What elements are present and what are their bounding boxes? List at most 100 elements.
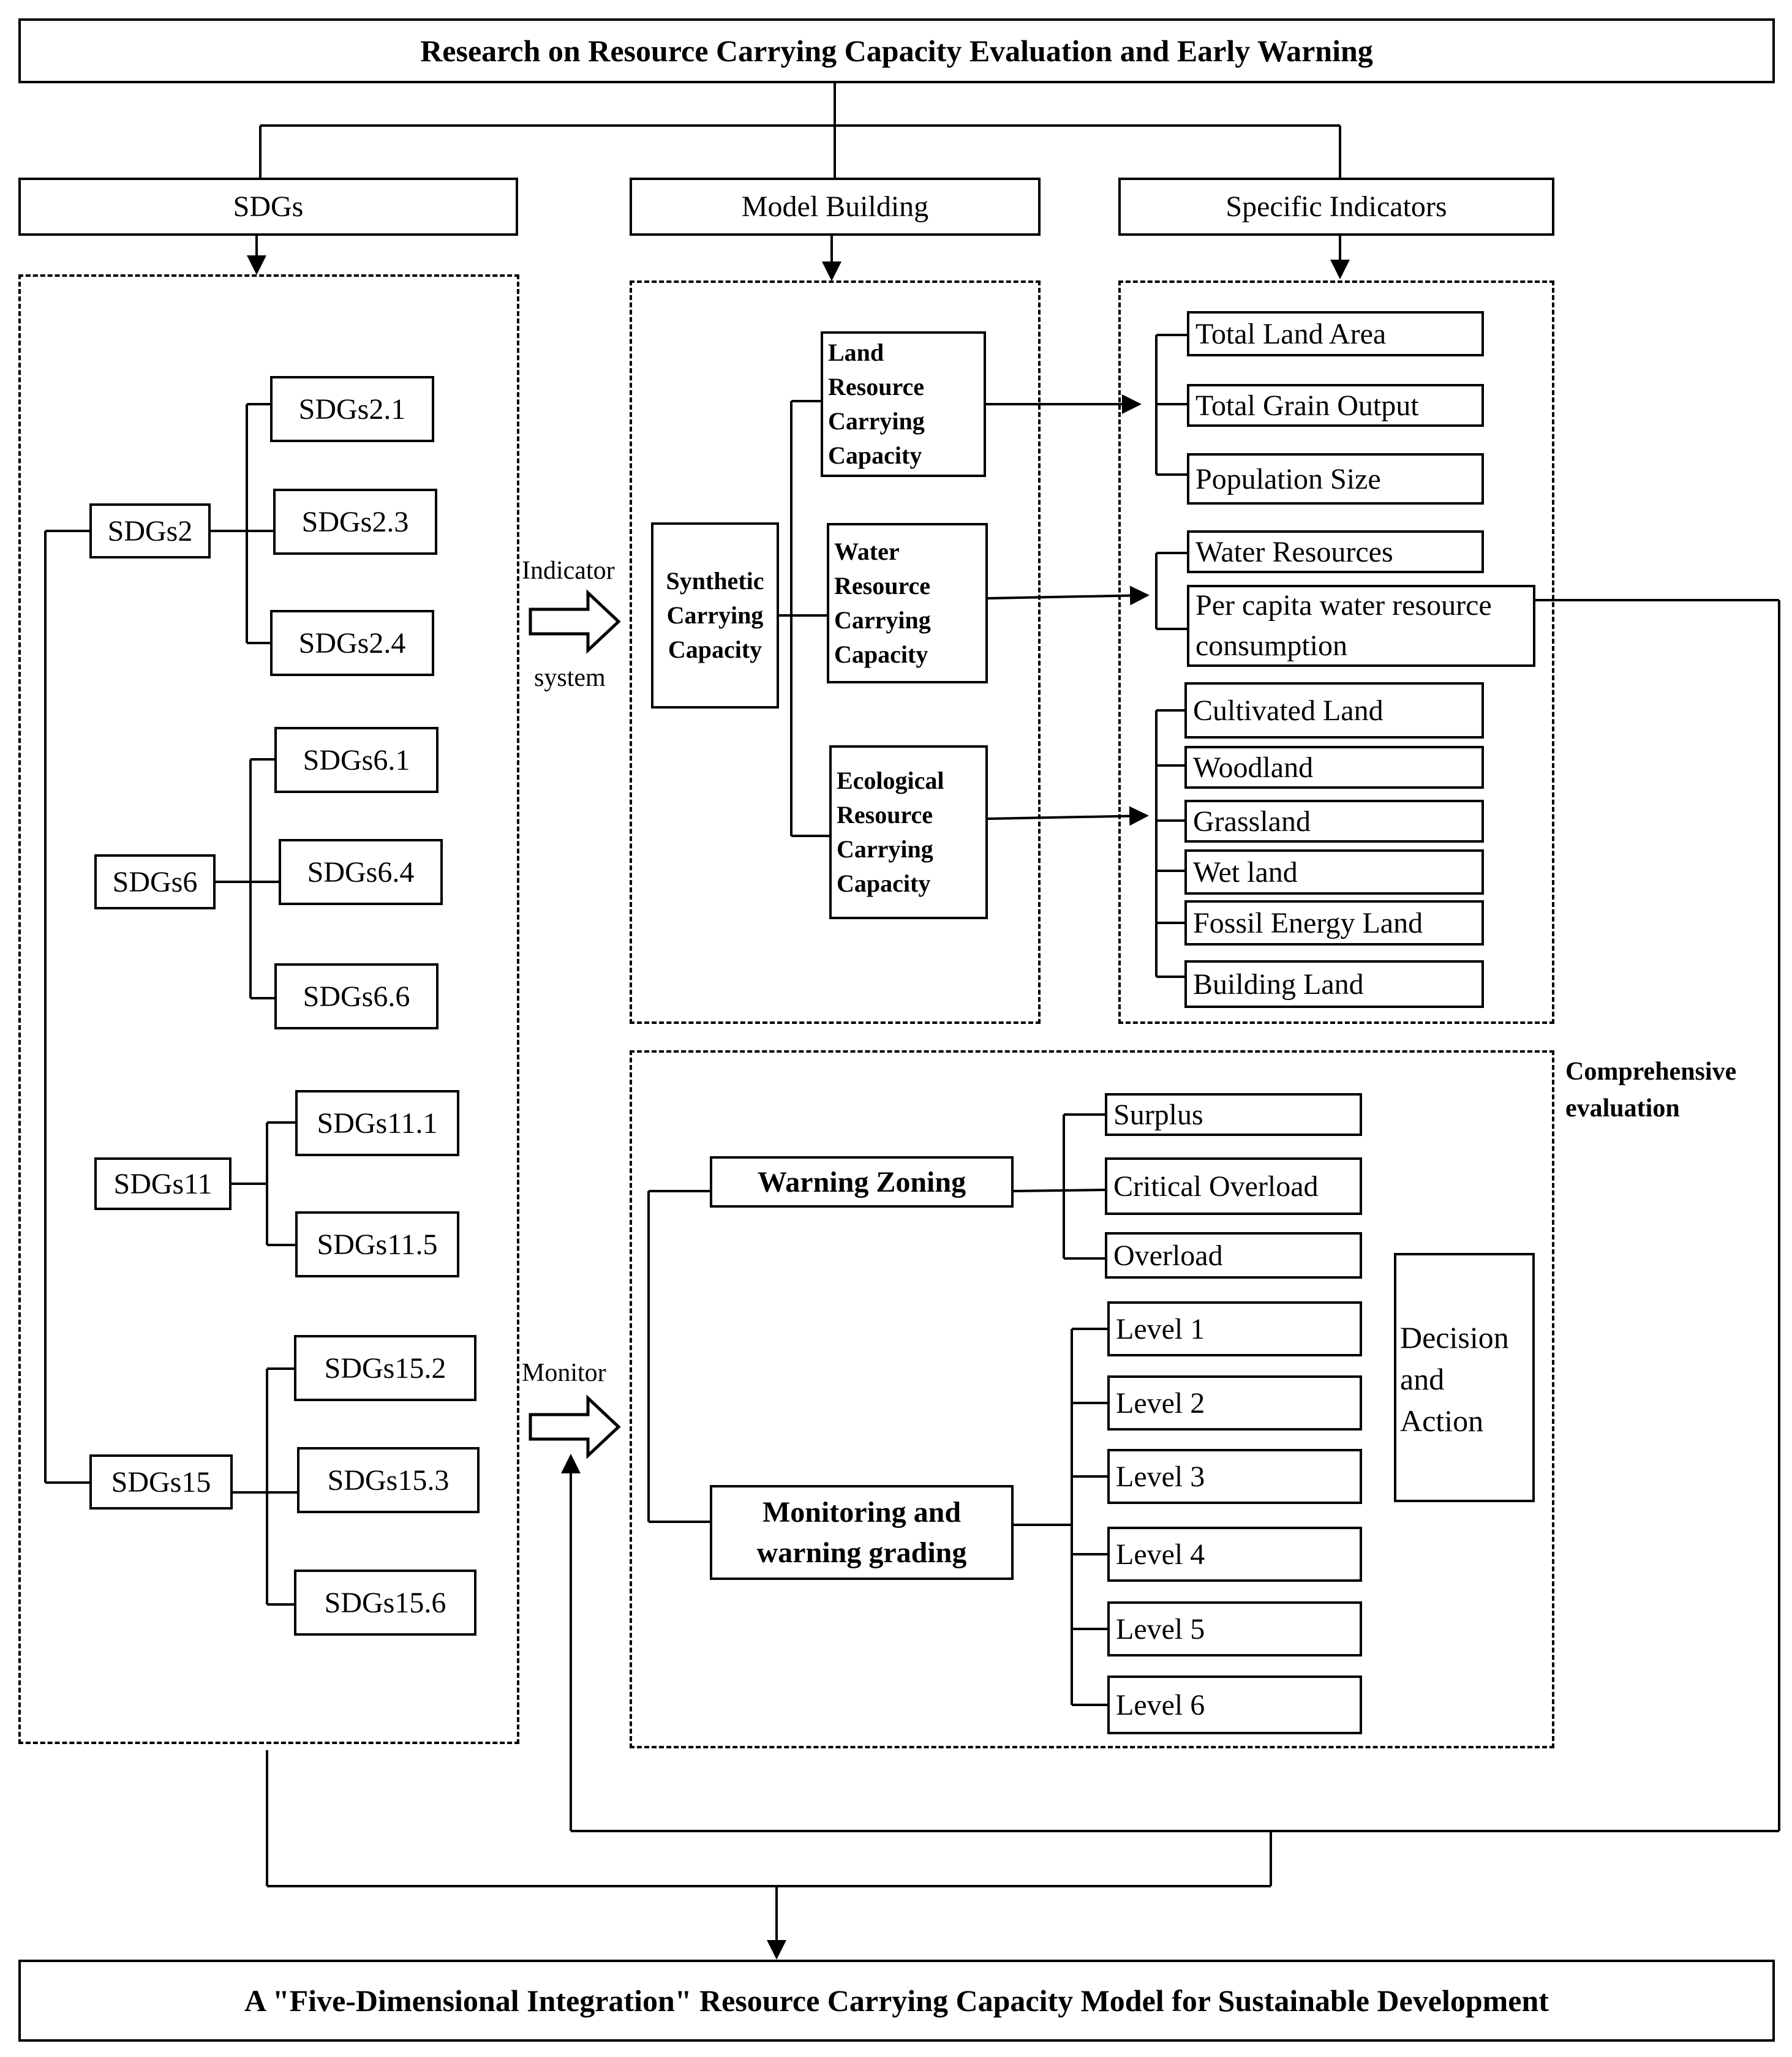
header-model-building-label: Model Building xyxy=(741,190,929,223)
per-capita-line-2: consumption xyxy=(1195,630,1347,662)
model-panel xyxy=(630,280,1041,1024)
indicator-fossil-energy-land: Fossil Energy Land xyxy=(1184,900,1484,946)
water-resource-carrying-capacity: Water Resource Carrying Capacity xyxy=(827,523,988,683)
indicator-water-resources: Water Resources xyxy=(1187,530,1484,573)
sdg-6-4-label: SDGs6.4 xyxy=(307,856,415,889)
sdg-2-3: SDGs2.3 xyxy=(273,489,437,555)
indicator-water-resources-label: Water Resources xyxy=(1195,535,1393,568)
sdg-11-label: SDGs11 xyxy=(113,1167,213,1200)
sdg-15-3: SDGs15.3 xyxy=(297,1447,480,1513)
synthetic-line-1: Synthetic xyxy=(666,567,764,595)
five-dimensional-model-text: A "Five-Dimensional Integration" Resourc… xyxy=(244,1984,1549,2018)
research-title-text: Research on Resource Carrying Capacity E… xyxy=(420,34,1373,68)
indicator-wet-land-label: Wet land xyxy=(1193,856,1298,889)
sdg-2-1-label: SDGs2.1 xyxy=(298,393,406,426)
water-line-2: Resource xyxy=(834,572,930,600)
header-specific-indicators: Specific Indicators xyxy=(1118,178,1554,236)
sdg-6-6: SDGs6.6 xyxy=(274,963,439,1029)
zone-critical-overload: Critical Overload xyxy=(1105,1157,1362,1215)
indicator-population-size: Population Size xyxy=(1187,453,1484,505)
sdg-2-3-label: SDGs2.3 xyxy=(301,505,409,538)
indicator-woodland-label: Woodland xyxy=(1193,751,1314,784)
land-line-2: Resource xyxy=(828,373,924,400)
sdg-11-5: SDGs11.5 xyxy=(295,1211,459,1277)
sdg-11: SDGs11 xyxy=(94,1157,232,1210)
sdg-15: SDGs15 xyxy=(89,1454,233,1510)
land-resource-carrying-capacity: Land Resource Carrying Capacity xyxy=(821,331,986,477)
sdg-15-2: SDGs15.2 xyxy=(294,1335,476,1401)
five-dimensional-model: A "Five-Dimensional Integration" Resourc… xyxy=(18,1960,1775,2042)
sdg-15-3-label: SDGs15.3 xyxy=(327,1464,450,1497)
water-line-1: Water xyxy=(834,538,900,565)
ecological-line-2: Resource xyxy=(837,801,933,829)
header-sdgs: SDGs xyxy=(18,178,518,236)
indicator-grassland-label: Grassland xyxy=(1193,805,1311,838)
indicator-total-grain-output-label: Total Grain Output xyxy=(1195,389,1419,422)
monitor-arrow xyxy=(529,1394,621,1459)
per-capita-line-1: Per capita water resource xyxy=(1195,589,1492,622)
water-line-3: Carrying xyxy=(834,606,931,634)
indicator-total-grain-output: Total Grain Output xyxy=(1187,384,1484,427)
comprehensive-evaluation-label: Comprehensive evaluation xyxy=(1565,1053,1736,1127)
sdg-6: SDGs6 xyxy=(94,854,216,909)
sdg-2-4-label: SDGs2.4 xyxy=(298,626,406,660)
research-title: Research on Resource Carrying Capacity E… xyxy=(18,18,1775,83)
ecological-resource-carrying-capacity: Ecological Resource Carrying Capacity xyxy=(829,745,988,919)
sdg-6-label: SDGs6 xyxy=(112,865,198,898)
decision-line-1: Decision xyxy=(1400,1320,1509,1355)
level-5: Level 5 xyxy=(1107,1601,1362,1657)
monitor-label: Monitor xyxy=(522,1359,606,1387)
indicator-wet-land: Wet land xyxy=(1184,849,1484,895)
monitoring-warning-grading: Monitoring and warning grading xyxy=(710,1485,1014,1580)
decision-and-action: Decision and Action xyxy=(1394,1253,1535,1502)
indicator-woodland: Woodland xyxy=(1184,746,1484,789)
land-line-3: Carrying xyxy=(828,407,925,435)
indicator-building-land: Building Land xyxy=(1184,960,1484,1008)
comprehensive-line-2: evaluation xyxy=(1565,1094,1680,1123)
indicator-building-land-label: Building Land xyxy=(1193,968,1364,1001)
ecological-line-4: Capacity xyxy=(837,870,931,897)
indicator-label: Indicator xyxy=(522,557,615,585)
level-2: Level 2 xyxy=(1107,1375,1362,1431)
zone-overload-label: Overload xyxy=(1113,1239,1223,1272)
zone-surplus-label: Surplus xyxy=(1113,1098,1203,1131)
sdg-6-4: SDGs6.4 xyxy=(279,839,443,905)
level-4-label: Level 4 xyxy=(1116,1538,1205,1571)
sdg-6-1: SDGs6.1 xyxy=(274,727,439,793)
sdg-2: SDGs2 xyxy=(89,503,211,558)
warning-zoning-label: Warning Zoning xyxy=(757,1165,966,1198)
level-3: Level 3 xyxy=(1107,1449,1362,1504)
level-1: Level 1 xyxy=(1107,1301,1362,1356)
warning-zoning: Warning Zoning xyxy=(710,1156,1014,1208)
land-line-1: Land xyxy=(828,339,884,366)
comprehensive-line-1: Comprehensive xyxy=(1565,1058,1737,1086)
indicator-fossil-energy-land-label: Fossil Energy Land xyxy=(1193,906,1423,939)
sdgs-panel xyxy=(18,274,519,1744)
zone-surplus: Surplus xyxy=(1105,1093,1362,1136)
evaluation-panel xyxy=(630,1050,1554,1748)
system-label: system xyxy=(534,664,606,692)
header-model-building: Model Building xyxy=(630,178,1041,236)
sdg-6-1-label: SDGs6.1 xyxy=(303,743,410,777)
ecological-line-3: Carrying xyxy=(837,835,933,863)
level-1-label: Level 1 xyxy=(1116,1312,1205,1345)
zone-overload: Overload xyxy=(1105,1232,1362,1279)
sdg-11-1: SDGs11.1 xyxy=(295,1090,459,1156)
indicator-cultivated-land-label: Cultivated Land xyxy=(1193,694,1384,727)
sdg-2-4: SDGs2.4 xyxy=(270,610,434,676)
synthetic-line-2: Carrying xyxy=(666,601,764,629)
indicator-per-capita-water: Per capita water resource consumption xyxy=(1187,585,1535,667)
level-6: Level 6 xyxy=(1107,1675,1362,1734)
monitoring-line-1: Monitoring and xyxy=(762,1495,962,1529)
header-sdgs-label: SDGs xyxy=(233,190,304,223)
indicator-total-land-area: Total Land Area xyxy=(1187,311,1484,356)
water-line-4: Capacity xyxy=(834,641,928,668)
land-line-4: Capacity xyxy=(828,442,922,469)
sdg-15-2-label: SDGs15.2 xyxy=(324,1352,446,1385)
level-2-label: Level 2 xyxy=(1116,1386,1205,1420)
sdg-15-label: SDGs15 xyxy=(111,1465,211,1499)
sdg-2-label: SDGs2 xyxy=(107,514,193,547)
level-3-label: Level 3 xyxy=(1116,1460,1205,1493)
sdg-15-6-label: SDGs15.6 xyxy=(324,1586,446,1619)
